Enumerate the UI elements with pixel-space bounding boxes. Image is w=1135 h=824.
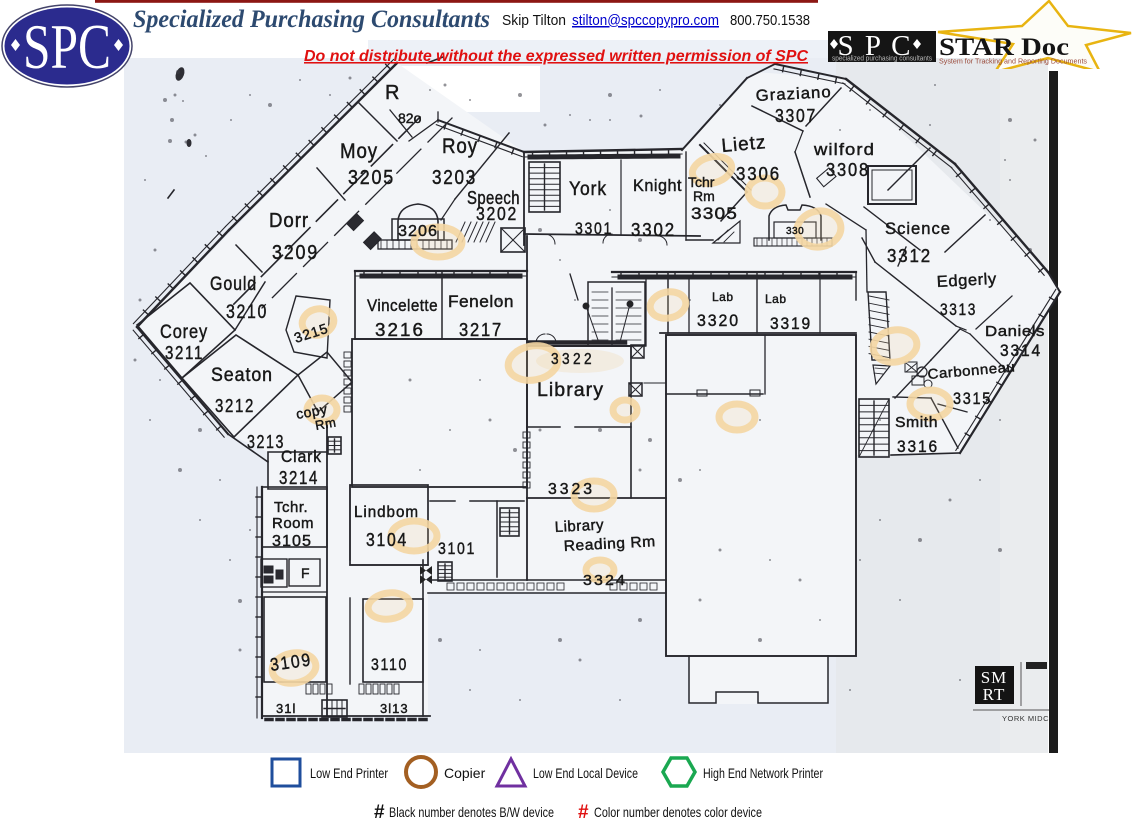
svg-text:3203: 3203: [432, 167, 477, 189]
svg-text:31l: 31l: [276, 701, 296, 716]
svg-text:Seaton: Seaton: [211, 365, 273, 386]
svg-text:Specialized Purchasing Consult: Specialized Purchasing Consultants: [133, 6, 490, 33]
svg-text:3210: 3210: [226, 302, 268, 323]
svg-text:3313: 3313: [940, 300, 977, 319]
svg-text:3205: 3205: [348, 167, 395, 189]
svg-text:3308: 3308: [826, 160, 870, 180]
svg-text:3216: 3216: [375, 320, 425, 340]
svg-text:Science: Science: [885, 219, 951, 238]
svg-text:3314: 3314: [1000, 341, 1042, 360]
svg-text:Daniels: Daniels: [985, 323, 1045, 340]
svg-text:3323: 3323: [548, 481, 595, 498]
svg-text:Reading Rm: Reading Rm: [563, 533, 656, 555]
svg-text:R: R: [385, 82, 399, 104]
svg-text:3312: 3312: [887, 246, 932, 266]
svg-text:Corey: Corey: [160, 322, 208, 343]
svg-text:3104: 3104: [366, 530, 408, 550]
svg-text:3110: 3110: [371, 655, 408, 674]
svg-text:stilton@spccopypro.com: stilton@spccopypro.com: [572, 12, 719, 29]
svg-text:3101: 3101: [438, 539, 476, 558]
svg-text:3211: 3211: [165, 343, 204, 363]
svg-text:3319: 3319: [770, 314, 812, 333]
svg-text:Lab: Lab: [712, 290, 734, 304]
svg-text:S P C: S P C: [837, 30, 912, 62]
svg-text:Moy: Moy: [340, 140, 378, 163]
svg-text:Clark: Clark: [281, 447, 322, 466]
svg-text:York: York: [569, 179, 607, 200]
svg-text:Lindbom: Lindbom: [354, 504, 419, 521]
svg-text:SPC: SPC: [23, 11, 111, 82]
svg-text:copy: copy: [295, 401, 329, 422]
svg-text:3324: 3324: [583, 572, 627, 589]
svg-text:3320: 3320: [697, 311, 740, 330]
svg-text:3306: 3306: [736, 164, 781, 184]
svg-text:Fenelon: Fenelon: [448, 292, 514, 311]
svg-text:Rm: Rm: [314, 414, 338, 432]
svg-text:Edgerly: Edgerly: [936, 271, 997, 291]
svg-text:High End Network Printer: High End Network Printer: [703, 765, 823, 781]
svg-text:3302: 3302: [631, 220, 676, 240]
svg-text:RT: RT: [983, 685, 1006, 704]
svg-text:3105: 3105: [272, 533, 312, 550]
svg-text:3316: 3316: [897, 437, 939, 456]
svg-text:3315: 3315: [953, 389, 992, 408]
svg-text:3217: 3217: [459, 320, 503, 340]
svg-text:Lab: Lab: [765, 292, 787, 306]
svg-text:Rm: Rm: [693, 188, 715, 204]
svg-text:330: 330: [786, 226, 804, 237]
svg-text:3214: 3214: [279, 468, 319, 488]
svg-text:wilford: wilford: [813, 140, 875, 159]
svg-text:Library: Library: [537, 380, 604, 401]
svg-text:Low End Printer: Low End Printer: [310, 765, 388, 781]
svg-text:Graziano: Graziano: [755, 84, 832, 105]
svg-text:3206: 3206: [398, 223, 438, 240]
svg-text:SM: SM: [981, 668, 1008, 687]
svg-text:3301: 3301: [575, 219, 613, 238]
svg-text:Black number denotes B/W devic: Black number denotes B/W device: [389, 804, 554, 820]
svg-text:Color number denotes color dev: Color number denotes color device: [594, 804, 762, 820]
svg-text:3322: 3322: [551, 351, 595, 368]
svg-text:Gould: Gould: [210, 274, 257, 295]
svg-text:3305: 3305: [691, 204, 738, 223]
svg-text:3209: 3209: [272, 242, 319, 264]
svg-text:YORK MIDC: YORK MIDC: [1002, 714, 1049, 723]
svg-text:3307: 3307: [775, 106, 817, 126]
svg-text:Do not distribute without the: Do not distribute without the expressed …: [304, 48, 809, 65]
svg-text:Roy: Roy: [442, 135, 478, 158]
svg-text:3212: 3212: [215, 396, 255, 416]
svg-text:Room: Room: [272, 515, 314, 532]
svg-text:Knight: Knight: [633, 176, 682, 195]
svg-text:Tchr.: Tchr.: [274, 499, 308, 516]
svg-text:Smith: Smith: [895, 414, 938, 431]
svg-text:Dorr: Dorr: [269, 210, 309, 232]
svg-text:3l13: 3l13: [380, 701, 409, 716]
svg-text:Vincelette: Vincelette: [367, 296, 438, 315]
svg-text:Low End Local Device: Low End Local Device: [533, 765, 638, 781]
svg-text:82o: 82o: [398, 110, 422, 126]
svg-text:specialized purchasing consult: specialized purchasing consultants: [832, 56, 932, 63]
svg-text:Library: Library: [554, 516, 604, 536]
svg-text:Speech: Speech: [467, 188, 520, 208]
svg-text:System for Tracking and Report: System for Tracking and Reporting Docume…: [939, 59, 1088, 66]
svg-text:800.750.1538: 800.750.1538: [730, 12, 810, 29]
svg-text:Skip Tilton: Skip Tilton: [502, 12, 566, 29]
svg-text:STAR Doc: STAR Doc: [939, 34, 1069, 61]
svg-text:F: F: [301, 565, 310, 581]
svg-text:Tchr: Tchr: [688, 174, 715, 190]
svg-text:#: #: [374, 802, 385, 823]
svg-text:3213: 3213: [247, 432, 285, 452]
svg-text:Copier: Copier: [444, 765, 486, 781]
svg-text:#: #: [578, 802, 589, 823]
svg-text:Lietz: Lietz: [721, 132, 768, 157]
svg-text:3202: 3202: [476, 204, 518, 224]
